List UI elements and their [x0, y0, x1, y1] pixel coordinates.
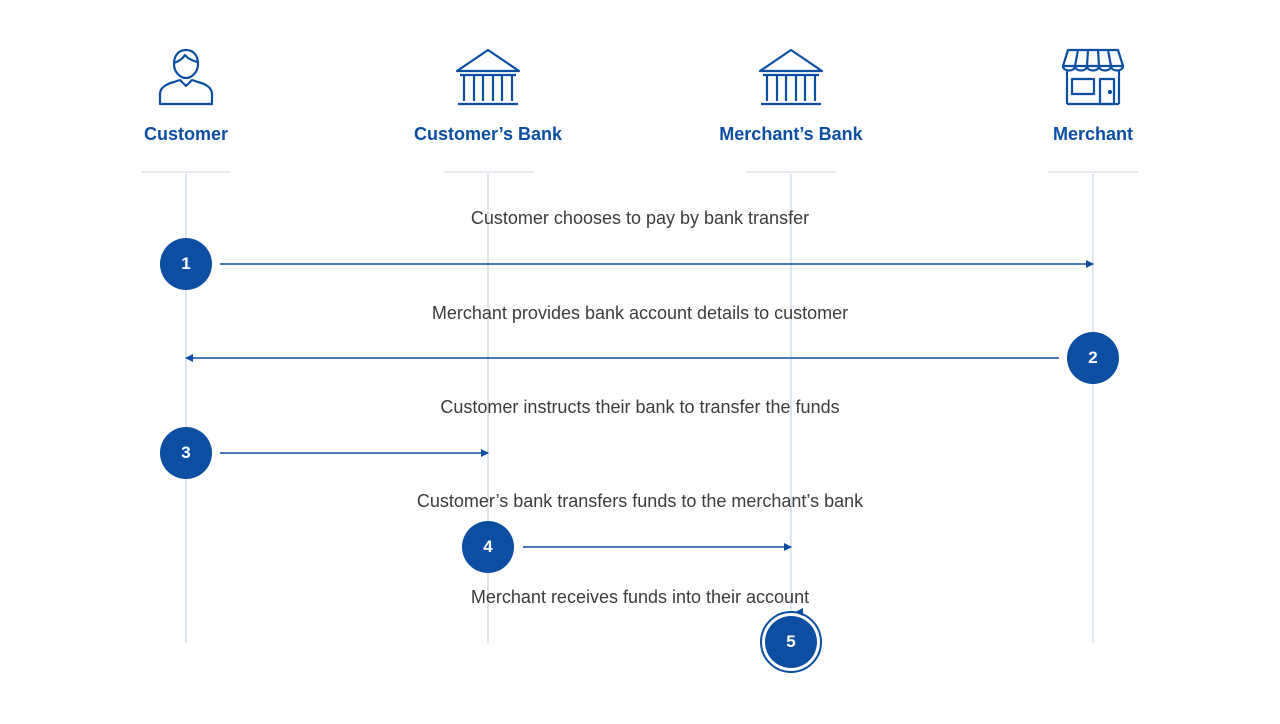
step-5-circle	[765, 616, 817, 668]
step-2-number: 2	[1088, 348, 1098, 367]
step-3-circle	[160, 427, 212, 479]
step-2-circle	[1067, 332, 1119, 384]
step-1-label: Customer chooses to pay by bank transfer	[470, 208, 810, 228]
step-3-number: 3	[181, 443, 191, 462]
step-4-number: 4	[483, 537, 493, 556]
actor-label: Merchant’s Bank	[719, 124, 863, 144]
step-2-label: Merchant provides bank account details t…	[431, 303, 849, 323]
step-1-number: 1	[181, 254, 191, 273]
step-5-ring	[760, 611, 822, 673]
step-5-cycle-arrowhead	[795, 608, 803, 616]
bank-icon	[671, 47, 911, 107]
storefront-icon	[973, 47, 1213, 107]
person-icon	[66, 46, 306, 108]
step-3-label: Customer instructs their bank to transfe…	[440, 397, 840, 417]
bank-icon	[368, 47, 608, 107]
step-5-label: Merchant receives funds into their accou…	[470, 587, 810, 607]
step-4-circle	[462, 521, 514, 573]
step-5-number: 5	[786, 632, 796, 651]
actor-label: Customer’s Bank	[413, 124, 563, 144]
step-4-label: Customer’s bank transfers funds to the m…	[416, 491, 864, 511]
actor-label: Customer	[143, 124, 228, 144]
actor-label: Merchant	[1052, 124, 1133, 144]
step-1-circle	[160, 238, 212, 290]
